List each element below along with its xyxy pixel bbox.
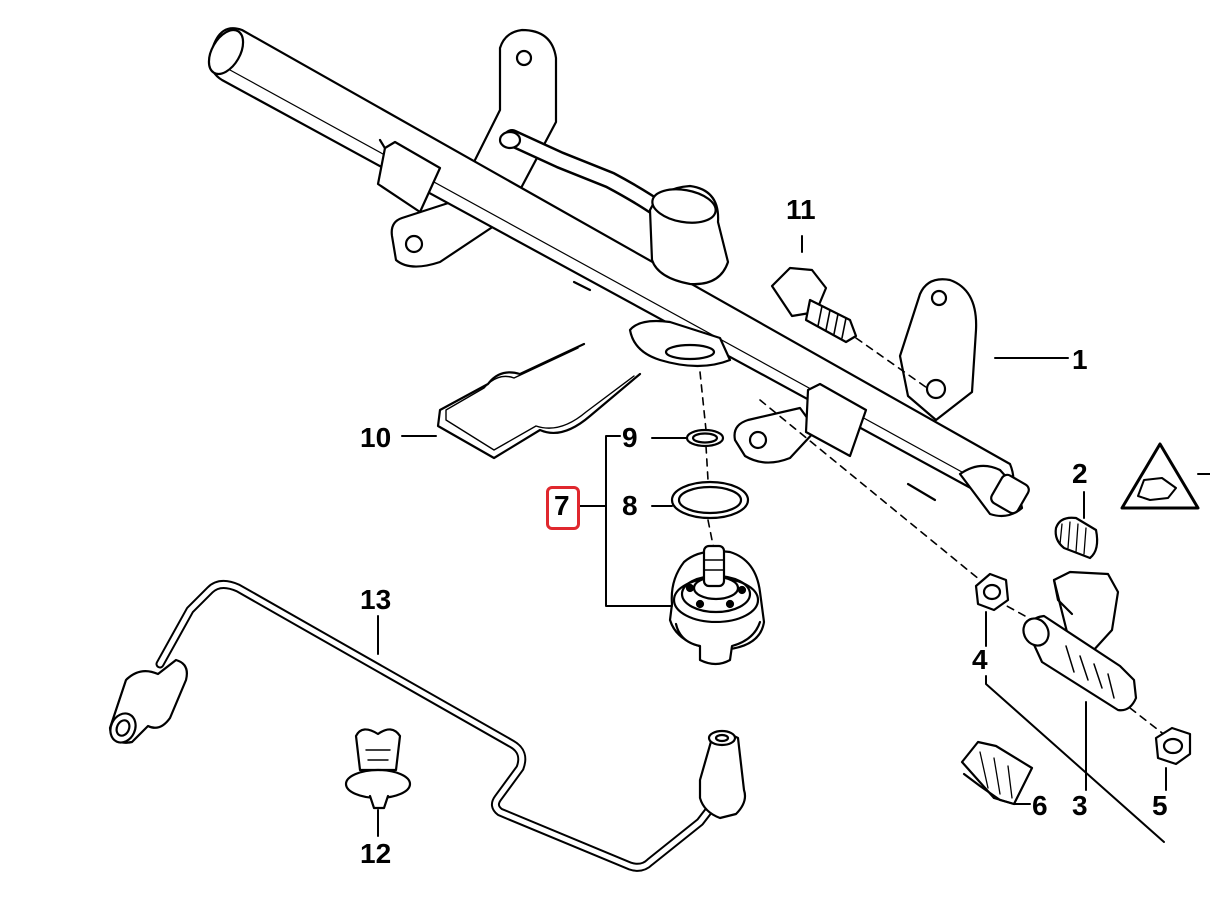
fuel-rail xyxy=(207,27,1030,518)
callout-6: 6 xyxy=(1032,790,1048,821)
callout-10: 10 xyxy=(360,422,392,453)
gasket xyxy=(436,342,642,460)
callout-8: 8 xyxy=(622,490,638,521)
bracket-7 xyxy=(577,435,673,607)
callout-9: 9 xyxy=(622,422,638,453)
regulator-o-ring xyxy=(670,480,750,520)
injector-clip xyxy=(960,740,1034,806)
callout-13: 13 xyxy=(360,584,392,615)
callout-7-highlight xyxy=(546,486,580,530)
callout-1: 1 xyxy=(1072,344,1088,375)
callout-11: 11 xyxy=(786,194,816,225)
regulator-seal-ring xyxy=(685,428,725,448)
injector-seal-lower xyxy=(1154,726,1192,766)
hex-bolt xyxy=(770,235,858,344)
fuel-line xyxy=(108,580,747,872)
triangle-warning-icon xyxy=(1120,442,1210,510)
pressure-regulator xyxy=(668,544,766,666)
leader-4 xyxy=(985,611,1165,843)
dashed-bolt-path xyxy=(855,337,931,391)
callout-7: 7 xyxy=(554,490,570,521)
rail-cap xyxy=(1054,516,1099,560)
callout-3: 3 xyxy=(1072,790,1088,821)
callout-4: 4 xyxy=(972,644,988,675)
callout-12: 12 xyxy=(360,838,392,869)
callout-5: 5 xyxy=(1152,790,1168,821)
fuel-injector xyxy=(1022,570,1138,712)
dashed-regulator-axis xyxy=(699,371,717,561)
callout-2: 2 xyxy=(1072,458,1088,489)
push-clip xyxy=(344,728,412,810)
injector-seal-upper xyxy=(974,572,1010,612)
